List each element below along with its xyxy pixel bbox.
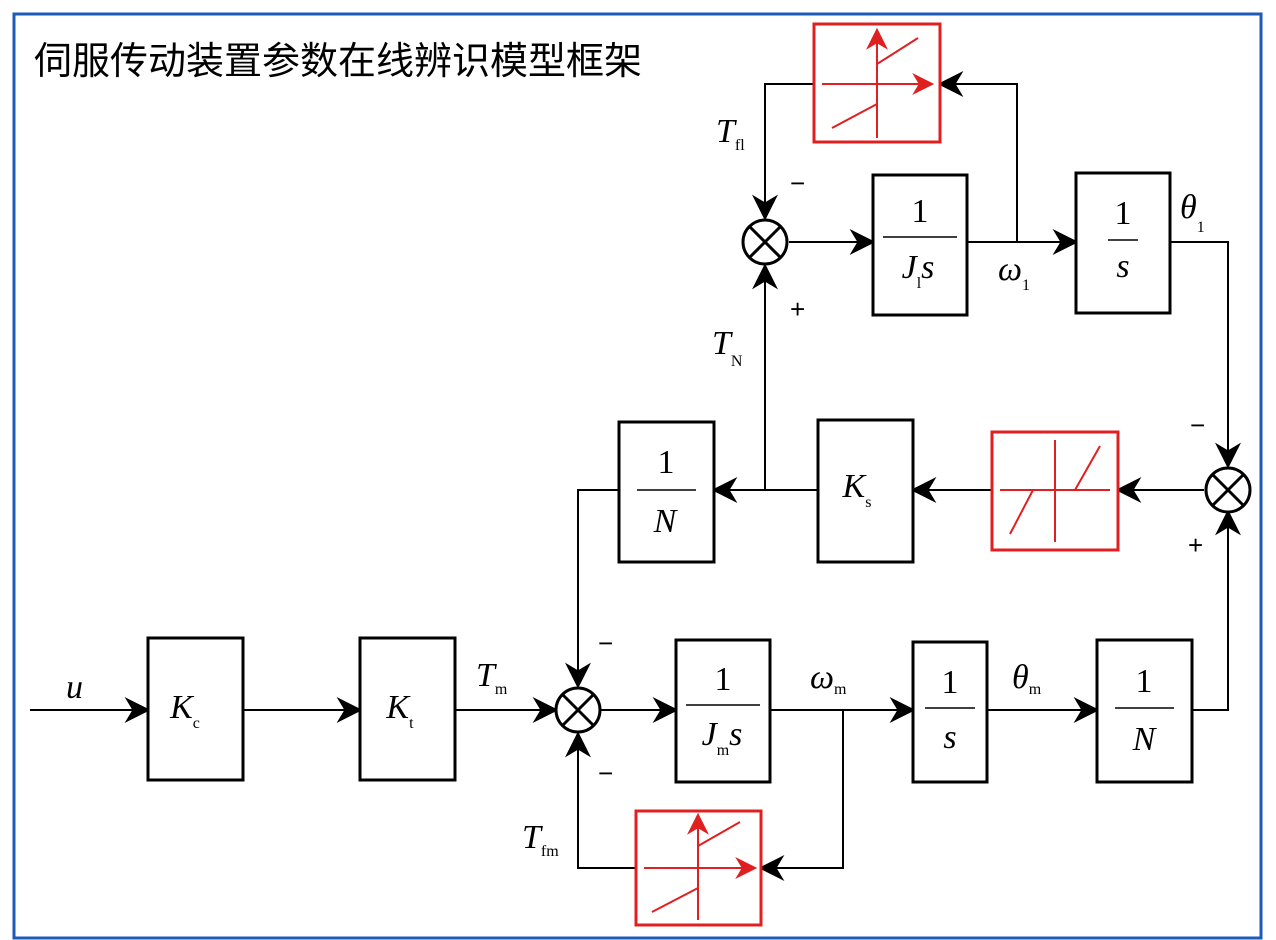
- page-title: 伺服传动装置参数在线辨识模型框架: [34, 39, 643, 83]
- block-kt-label: Kt: [385, 689, 414, 732]
- sum-junction-bottom: [554, 686, 602, 734]
- signal-tfm: Tfm: [522, 819, 559, 860]
- sign-top-top: −: [790, 168, 805, 198]
- sign-bottom-top: −: [598, 628, 613, 658]
- block-jm: [674, 638, 772, 784]
- signal-thm: θm: [1012, 659, 1042, 698]
- block-jm-den: Jms: [702, 716, 743, 759]
- wire-tfl: [752, 83, 814, 221]
- sign-right-top: −: [1190, 410, 1205, 440]
- signal-tn: TN: [712, 325, 743, 370]
- sum-junction-right: [1204, 466, 1252, 514]
- block-int-l-num: 1: [1115, 195, 1132, 232]
- sign-top-bottom: +: [790, 294, 805, 324]
- sum-junction-top: [741, 218, 789, 266]
- signal-wm: ωm: [810, 659, 847, 698]
- signal-tm: Tm: [476, 657, 508, 698]
- block-jm-num: 1: [715, 661, 732, 698]
- block-n-bottom-num: 1: [1136, 663, 1153, 700]
- backlash-block: [990, 430, 1120, 552]
- block-n-mid-num: 1: [658, 444, 675, 481]
- friction-motor-block: [634, 809, 763, 927]
- block-kc-label: Kc: [169, 689, 200, 732]
- wire-n-to-bottom-sum: [565, 489, 619, 689]
- wire-wl-to-friction: [937, 71, 1018, 242]
- block-int-m-den: s: [943, 719, 956, 756]
- block-n-bottom-den: N: [1132, 721, 1158, 758]
- block-jl: [871, 173, 969, 317]
- sign-bottom-bottom: −: [598, 758, 613, 788]
- block-jl-den: Jls: [902, 249, 935, 292]
- outer-border: [12, 12, 1263, 940]
- wire-thl: [1170, 241, 1241, 469]
- block-int-l-den: s: [1116, 248, 1129, 285]
- block-n-mid-den: N: [653, 503, 679, 540]
- block-ks: [816, 418, 915, 564]
- wire-tfm: [565, 731, 636, 869]
- block-n-mid: [617, 420, 716, 564]
- block-int-m-num: 1: [942, 664, 959, 701]
- sign-right-bottom: +: [1188, 530, 1203, 560]
- signal-thl: θ1: [1180, 189, 1205, 236]
- block-int-l: [1074, 171, 1172, 315]
- block-ks-label: Ks: [842, 468, 872, 511]
- block-kc: [146, 636, 245, 782]
- block-n-bottom: [1095, 638, 1194, 784]
- block-int-m: [911, 640, 989, 784]
- signal-u: u: [66, 669, 83, 706]
- wire-wm-to-friction: [758, 710, 844, 881]
- block-jl-num: 1: [912, 193, 929, 230]
- wire-n-to-right-sum: [1192, 509, 1241, 711]
- signal-wl: ω1: [998, 251, 1030, 294]
- friction-load-block: [812, 22, 942, 144]
- signal-tfl: Tfl: [716, 113, 745, 154]
- block-kt: [358, 636, 457, 782]
